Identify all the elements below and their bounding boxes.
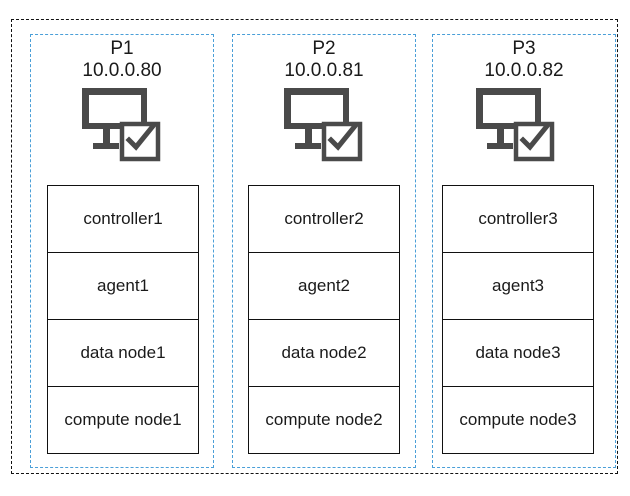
host-panel-p3: P3 10.0.0.82 controller3 agent3 data nod… — [432, 34, 616, 468]
host-name: P1 — [110, 38, 134, 59]
host-name: P3 — [512, 38, 536, 59]
node-data: data node1 — [48, 319, 198, 386]
host-name: P2 — [312, 38, 336, 59]
node-controller: controller3 — [478, 209, 558, 228]
node-compute: compute node1 — [48, 386, 198, 453]
node-data: data node3 — [443, 319, 593, 386]
node-controller: controller1 — [83, 209, 163, 228]
host-panel-p2: P2 10.0.0.81 controller2 agent2 data nod… — [232, 34, 416, 468]
node-controller: controller2 — [284, 209, 364, 228]
node-compute: compute node2 — [249, 386, 399, 453]
host-panel-p1: P1 10.0.0.80 controller1 agent1 data nod… — [30, 34, 214, 468]
monitor-check-icon — [82, 88, 161, 162]
node-compute: compute node3 — [443, 386, 593, 453]
host-ip: 10.0.0.81 — [284, 60, 364, 81]
node-stack: controller2 agent2 data node2 compute no… — [248, 185, 400, 454]
node-agent: agent2 — [249, 252, 399, 319]
node-stack: controller3 agent3 data node3 compute no… — [442, 185, 594, 454]
node-stack: controller1 agent1 data node1 compute no… — [47, 185, 199, 454]
host-ip: 10.0.0.82 — [484, 60, 564, 81]
monitor-check-icon — [284, 88, 363, 162]
node-agent: agent3 — [443, 252, 593, 319]
node-agent: agent1 — [48, 252, 198, 319]
host-ip: 10.0.0.80 — [82, 60, 162, 81]
cluster-boundary — [11, 19, 618, 474]
node-data: data node2 — [249, 319, 399, 386]
monitor-check-icon — [476, 88, 555, 162]
